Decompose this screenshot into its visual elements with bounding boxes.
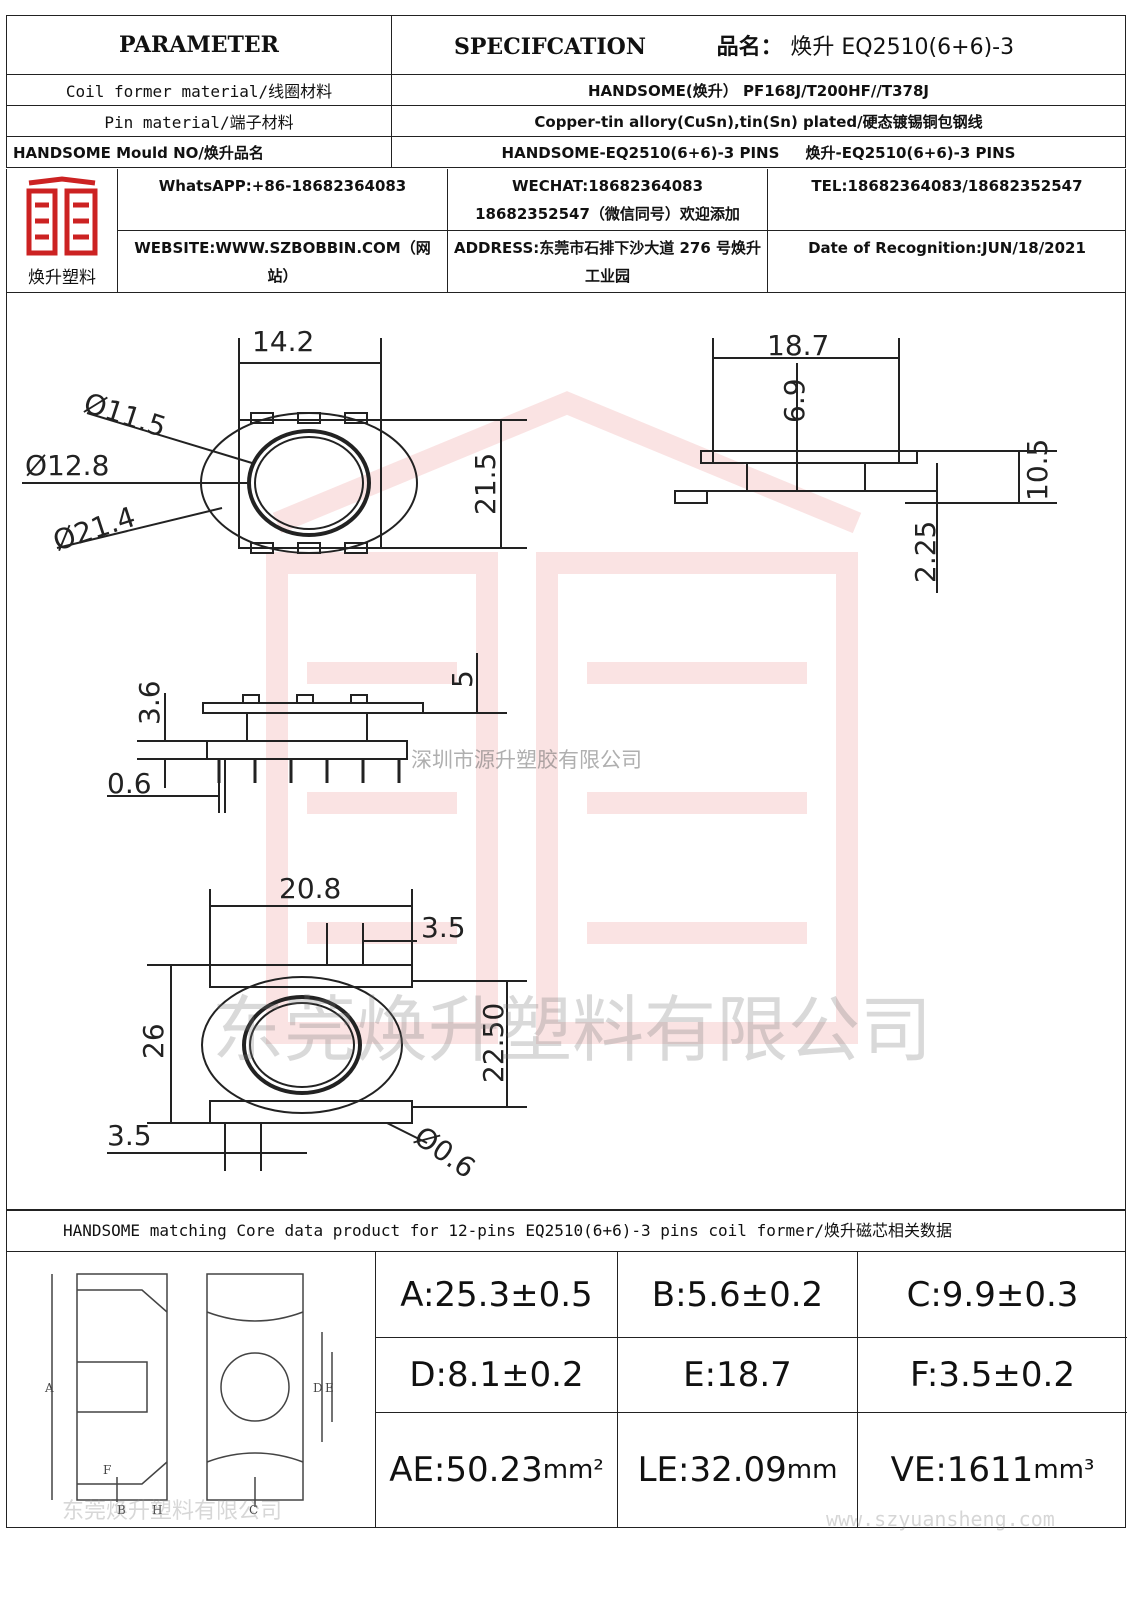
dim-side-h1: 6.9 (778, 378, 811, 423)
dim-d3: Ø21.4 (49, 500, 139, 557)
core-ae-unit: mm² (542, 1455, 604, 1485)
core-ae-number: AE:50.23 (389, 1450, 543, 1490)
dim-front-pin: 0.6 (107, 767, 152, 800)
coil-material-label: Coil former material/线圈材料 (6, 74, 392, 106)
core-label-f: F (103, 1463, 111, 1477)
core-ve-unit: mm³ (1033, 1455, 1095, 1485)
product-name: 焕升 EQ2510(6+6)-3 (790, 35, 1015, 60)
dim-side-h2: 10.5 (1021, 439, 1054, 501)
core-value-a: A:25.3±0.5 (375, 1252, 617, 1337)
spec-table: PARAMETER SPECIFCATION 品名： 焕升 EQ2510(6+6… (6, 15, 1126, 168)
core-value-b: B:5.6±0.2 (617, 1252, 857, 1337)
pin-material-value: Copper-tin allory(CuSn),tin(Sn) plated/硬… (391, 105, 1126, 137)
dim-side-h3: 2.25 (909, 521, 942, 583)
dim-h1: 21.5 (469, 453, 502, 515)
dim-d1: Ø11.5 (80, 386, 170, 443)
product-name-label: 品名： (716, 35, 783, 60)
dim-front-h2: 5 (446, 670, 479, 688)
dim-bottom-h2: 22.50 (477, 1003, 510, 1083)
drawing-svg: 14.2 Ø11.5 Ø12.8 Ø21.4 21.5 18.7 6.9 10.… (22, 325, 1057, 1185)
dim-bottom-pitch2: 3.5 (107, 1119, 152, 1152)
tel: TEL:18682364083/18682352547 (811, 177, 1083, 195)
core-label-a: A (44, 1381, 54, 1395)
core-value-d: D:8.1±0.2 (375, 1337, 617, 1412)
core-label-e: E (325, 1381, 334, 1395)
watermark-logo-icon (266, 391, 862, 1044)
watermark-small: 深圳市源升塑胶有限公司 (411, 748, 642, 772)
core-label-h: H (152, 1503, 162, 1517)
core-value-f: F:3.5±0.2 (857, 1337, 1127, 1412)
website: WEBSITE:WWW.SZBOBBIN.COM（网站） (134, 239, 431, 285)
core-label-d: D (313, 1381, 323, 1395)
core-le-number: LE:32.09 (637, 1450, 787, 1490)
core-value-e: E:18.7 (617, 1337, 857, 1412)
watermark-large: 东莞焕升塑料有限公司 (212, 988, 932, 1072)
coil-material-value: HANDSOME(焕升） PF168J/T200HF//T378J (391, 74, 1126, 106)
wechat: WECHAT:18682364083 18682352547（微信同号）欢迎添加 (475, 177, 740, 223)
mould-no-label: HANDSOME Mould NO/焕升品名 (6, 136, 392, 168)
whatsapp: WhatsAPP:+86-18682364083 (158, 177, 407, 195)
core-ve-number: VE:1611 (890, 1450, 1034, 1490)
core-label-c: C (249, 1503, 258, 1517)
dim-bottom-pitch: 3.5 (421, 911, 466, 944)
logo-mark-icon (26, 176, 98, 256)
dim-side-width: 18.7 (767, 329, 829, 362)
core-diagram: A B C D E F H 东莞焕升塑料有限公司 (44, 1273, 334, 1524)
mould-no-value: HANDSOME-EQ2510(6+6)-3 PINS 焕升-EQ2510(6+… (391, 136, 1126, 168)
dim-bottom-width: 20.8 (279, 872, 341, 905)
core-value-c: C:9.9±0.3 (857, 1252, 1127, 1337)
logo: 焕升塑料 (15, 175, 109, 288)
dim-front-h1: 3.6 (133, 680, 166, 725)
footer-watermark: www.szyuansheng.com (826, 1507, 1055, 1531)
logo-text: 焕升塑料 (28, 268, 96, 288)
parameter-header: PARAMETER (6, 15, 392, 75)
date-of-recognition: Date of Recognition:JUN/18/2021 (808, 239, 1086, 257)
dim-bottom-pin: Ø0.6 (408, 1120, 481, 1185)
core-label-b: B (117, 1503, 126, 1517)
pin-material-label: Pin material/端子材料 (6, 105, 392, 137)
dim-top-width: 14.2 (252, 325, 314, 358)
specification-header: SPECIFCATION 品名： 焕升 EQ2510(6+6)-3 (391, 15, 1126, 75)
specification-label: SPECIFCATION (454, 34, 646, 60)
core-data-block: A B C D E F H 东莞焕升塑料有限公司 A:25.3±0.5 B:5.… (6, 1252, 1127, 1528)
dim-d2: Ø12.8 (25, 449, 109, 482)
contact-block: 焕升塑料 WhatsAPP:+86-18682364083 WECHAT:186… (6, 169, 1126, 293)
core-le-unit: mm (786, 1455, 838, 1485)
core-watermark: 东莞焕升塑料有限公司 (62, 1499, 282, 1524)
core-data-title: HANDSOME matching Core data product for … (6, 1210, 1126, 1252)
core-values-grid: A:25.3±0.5 B:5.6±0.2 C:9.9±0.3 D:8.1±0.2… (375, 1252, 1127, 1528)
address: ADDRESS:东莞市石排下沙大道 276 号焕升工业园 (454, 239, 761, 285)
spec-sheet: PARAMETER SPECIFCATION 品名： 焕升 EQ2510(6+6… (6, 15, 1127, 1590)
technical-drawing: 14.2 Ø11.5 Ø12.8 Ø21.4 21.5 18.7 6.9 10.… (6, 293, 1126, 1210)
dim-bottom-h: 26 (137, 1023, 170, 1059)
